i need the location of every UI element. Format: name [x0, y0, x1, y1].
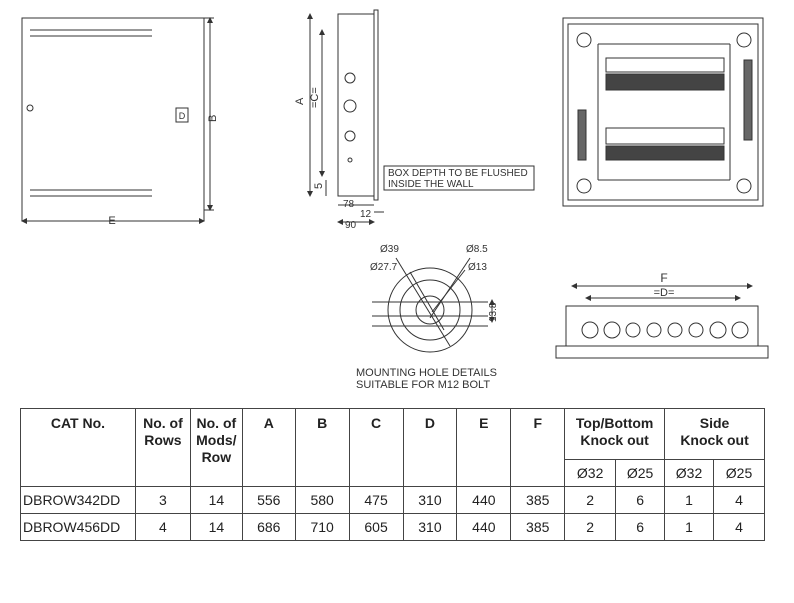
header-cat: CAT No. — [20, 408, 136, 487]
box-depth-note-frame — [383, 165, 535, 191]
mounting-caption-line1: MOUNTING HOLE DETAILS — [356, 367, 497, 379]
header-a: A — [241, 408, 296, 487]
bottom-dim-d: =D= — [654, 287, 675, 299]
table-row: DBROW456DD 4 14 686 710 605 310 440 385 … — [20, 513, 765, 541]
cell: 1 — [664, 513, 714, 541]
cell: 1 — [664, 486, 714, 514]
side-knockout — [343, 99, 357, 113]
hole-dim-85: Ø8.5 — [466, 244, 488, 255]
cell: 3 — [134, 486, 191, 514]
side-dim-78: 78 — [343, 199, 355, 210]
side-view — [307, 9, 535, 225]
header-e: E — [456, 408, 512, 487]
cell: 14 — [189, 513, 243, 541]
side-dim-c: =C= — [309, 87, 321, 108]
header-side-25: Ø25 — [713, 459, 765, 487]
side-knockout — [347, 157, 353, 163]
cell: 14 — [189, 486, 243, 514]
cell: 4 — [713, 486, 765, 514]
cell: 310 — [402, 513, 458, 541]
interior-view — [562, 17, 764, 207]
cell: 2 — [564, 486, 617, 514]
door-lock — [175, 107, 189, 123]
header-d: D — [402, 408, 458, 487]
side-knockout — [344, 130, 356, 142]
hole-dim-39: Ø39 — [380, 244, 399, 255]
box-depth-note-line2: INSIDE THE WALL — [388, 179, 474, 190]
side-dim-a: A — [294, 97, 306, 105]
hole-dim-277: Ø27.7 — [370, 262, 398, 273]
cell-cat-no: DBROW456DD — [20, 513, 136, 541]
header-side-32: Ø32 — [664, 459, 714, 487]
cell: 6 — [615, 486, 666, 514]
side-knockout — [344, 72, 356, 84]
side-dim-5: 5 — [313, 183, 325, 189]
cell: 4 — [713, 513, 765, 541]
table-row: DBROW342DD 3 14 556 580 475 310 440 385 … — [20, 486, 765, 514]
cell: 580 — [294, 486, 350, 514]
cell: 2 — [564, 513, 617, 541]
mounting-hole-detail — [372, 257, 495, 353]
cell: 686 — [241, 513, 296, 541]
bottom-dim-f: F — [660, 271, 667, 285]
cell: 440 — [456, 513, 512, 541]
cell: 475 — [348, 486, 404, 514]
cell: 6 — [615, 513, 666, 541]
cell: 605 — [348, 513, 404, 541]
cell: 556 — [241, 486, 296, 514]
box-depth-note-line1: BOX DEPTH TO BE FLUSHED — [388, 168, 528, 179]
header-tb-25: Ø25 — [615, 459, 666, 487]
front-dim-b: B — [207, 115, 219, 122]
bottom-view — [555, 283, 769, 359]
cell-cat-no: DBROW342DD — [20, 486, 136, 514]
side-dim-90: 90 — [345, 220, 357, 231]
header-f: F — [510, 408, 566, 487]
side-dim-12: 12 — [360, 209, 372, 220]
cell: 4 — [134, 513, 191, 541]
door-logo: D — [179, 111, 186, 121]
front-panel — [21, 17, 205, 222]
cell: 385 — [510, 486, 566, 514]
header-b: B — [294, 408, 350, 487]
cell: 310 — [402, 486, 458, 514]
cell: 710 — [294, 513, 350, 541]
hole-dim-13: Ø13 — [468, 262, 487, 273]
front-view — [21, 17, 214, 224]
front-dim-e: E — [108, 215, 115, 227]
cell: 440 — [456, 486, 512, 514]
header-c: C — [348, 408, 404, 487]
header-tb-32: Ø32 — [564, 459, 617, 487]
hole-dim-138: 13.8 — [488, 302, 499, 322]
mounting-caption-line2: SUITABLE FOR M12 BOLT — [356, 379, 490, 391]
cell: 385 — [510, 513, 566, 541]
